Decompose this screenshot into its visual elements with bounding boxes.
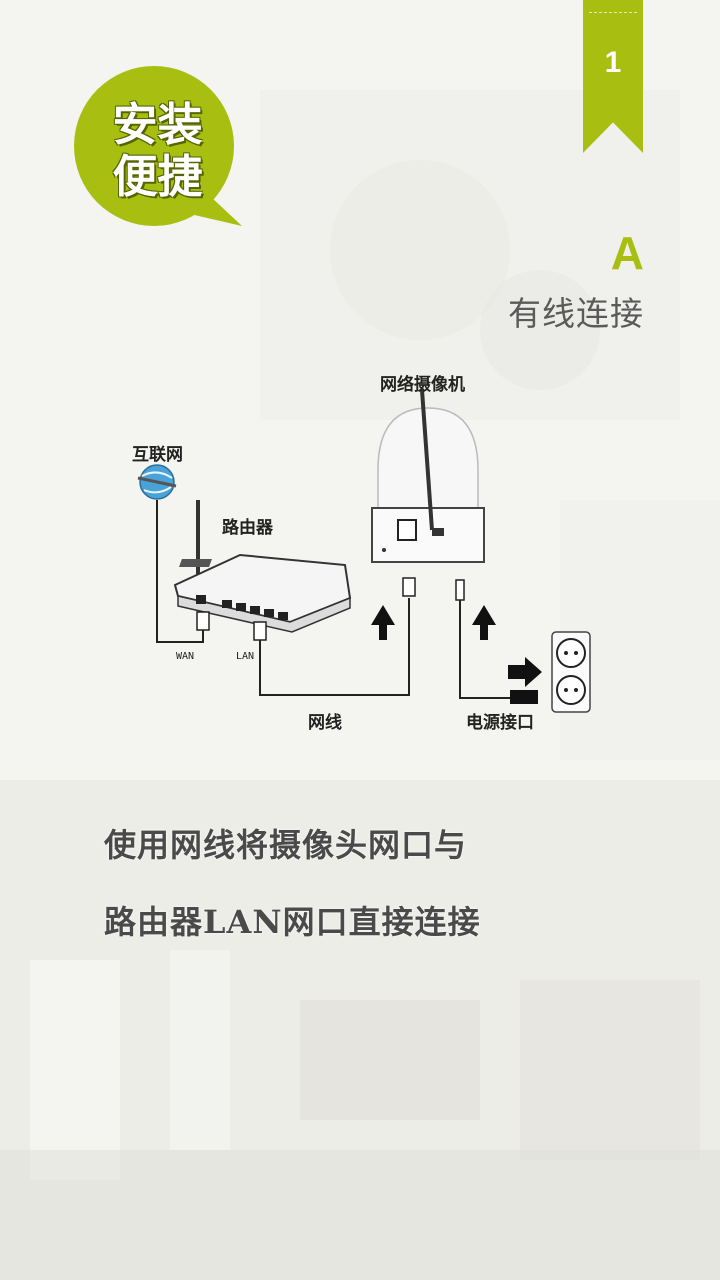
power-adapter xyxy=(510,690,538,704)
network-cable xyxy=(259,598,410,696)
wall-socket-icon xyxy=(551,631,591,713)
page-number-bookmark: 1 xyxy=(583,0,643,153)
label-cable: 网线 xyxy=(308,713,342,733)
label-internet: 互联网 xyxy=(132,445,183,465)
label-router: 路由器 xyxy=(222,518,273,538)
bookmark-stitch xyxy=(589,12,637,13)
badge-line-1: 安装 xyxy=(112,98,203,151)
globe-icon xyxy=(137,464,177,500)
caption-line-1: 使用网线将摄像头网口与 xyxy=(104,826,468,864)
badge-line-2: 便捷 xyxy=(112,150,203,203)
feature-badge: 安装 便捷 xyxy=(70,66,245,231)
section-letter: A xyxy=(610,227,644,279)
arrow-up-icon xyxy=(371,605,395,640)
wan-plug xyxy=(196,611,210,631)
label-power: 电源接口 xyxy=(466,713,534,733)
arrow-up-icon xyxy=(472,605,496,640)
page-number: 1 xyxy=(604,46,622,79)
caption-line-2: 路由器LAN网口直接连接 xyxy=(104,903,481,941)
power-plug xyxy=(455,579,465,601)
power-cable xyxy=(459,600,512,699)
camera-icon xyxy=(371,389,485,563)
label-lan: LAN xyxy=(236,651,255,662)
lan-plug xyxy=(253,621,267,641)
section-subtitle: 有线连接 xyxy=(508,294,644,333)
arrow-right-icon xyxy=(508,657,542,687)
wiring-diagram: 互联网 路由器 网络摄像机 WAN LAN 网线 电源接口 xyxy=(0,350,720,770)
speech-bubble-shape xyxy=(74,66,242,226)
camera-lan-plug xyxy=(402,577,416,597)
wiring-diagram-drawing xyxy=(137,389,591,713)
label-camera: 网络摄像机 xyxy=(380,375,465,395)
label-wan: WAN xyxy=(176,651,195,662)
router-icon xyxy=(173,500,352,633)
